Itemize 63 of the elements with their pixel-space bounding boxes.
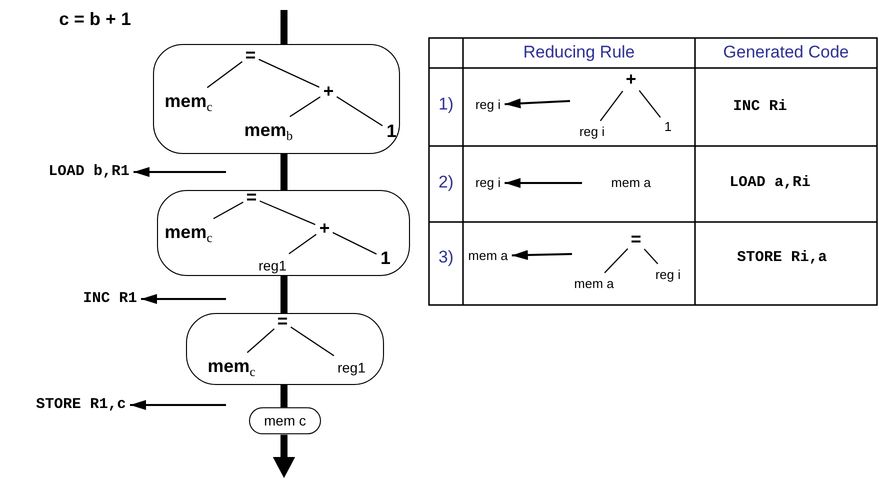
tree-branch-line — [600, 90, 624, 122]
tree-branch-line — [290, 326, 334, 356]
tree-leaf-label: mem$_{c}$ — [164, 222, 212, 242]
arrow — [272, 434, 296, 478]
tree-branch-line — [213, 202, 244, 220]
column-header: Generated Code — [723, 44, 849, 62]
operator-symbol: + — [626, 70, 636, 90]
tree-leaf-label: 1 — [664, 120, 672, 134]
operator-symbol: = — [245, 46, 256, 66]
column-header: Reducing Rule — [523, 44, 635, 62]
tree-leaf-label: reg1 — [258, 258, 287, 274]
arrow — [504, 98, 570, 108]
code-text: INC Ri — [733, 98, 787, 116]
arrow — [504, 178, 582, 188]
code-text: STORE Ri,a — [737, 250, 827, 266]
tree-branch-line — [332, 232, 377, 255]
tree-leaf-label: reg i — [655, 268, 681, 282]
tree-branch-line — [644, 248, 658, 264]
operator-symbol: + — [323, 82, 334, 102]
flow-line — [280, 276, 288, 313]
rule-result-label: reg i — [475, 98, 501, 112]
tree-leaf-label: reg1 — [337, 360, 366, 376]
rule-pattern-label: mem a — [611, 176, 651, 190]
arrow — [512, 250, 572, 260]
operator-symbol: = — [630, 230, 642, 250]
tree-leaf-label: 1 — [380, 248, 390, 268]
tree-branch-line — [260, 200, 316, 226]
arrow — [134, 167, 226, 177]
tree-branch-line — [246, 328, 275, 354]
tree-leaf-label: mem$_{b}$ — [244, 120, 293, 140]
tree-branch-line — [638, 90, 661, 118]
tree-leaf-label: mem a — [574, 276, 614, 292]
row-number: 2) — [438, 174, 454, 192]
code-text: LOAD a,Ri — [730, 174, 810, 192]
code-instruction: INC R1 — [83, 290, 137, 308]
operator-symbol: = — [277, 312, 288, 332]
flow-line — [280, 10, 288, 44]
tree-branch-line — [290, 96, 321, 118]
memory-node: mem c — [249, 407, 321, 435]
expression-tree-box — [153, 44, 400, 154]
tree-branch-line — [258, 58, 320, 88]
rule-result-label: reg i — [475, 176, 501, 190]
tree-leaf-label: mem$_{c}$ — [208, 356, 256, 376]
tree-leaf-label: 1 — [386, 122, 396, 142]
tree-branch-line — [604, 248, 628, 274]
tree-leaf-label: mem$_{c}$ — [164, 92, 212, 112]
row-number: 3) — [438, 248, 454, 268]
expression-tree-box — [157, 190, 410, 276]
statement-text: c = b + 1 — [58, 10, 132, 30]
tree-leaf-label: reg i — [579, 124, 605, 140]
code-instruction: LOAD b,R1 — [48, 164, 130, 180]
code-instruction: STORE R1,c — [36, 396, 126, 414]
flow-line — [280, 385, 288, 408]
operator-symbol: + — [319, 218, 330, 238]
flow-line — [280, 154, 288, 190]
tree-branch-line — [288, 234, 317, 254]
operator-symbol: = — [246, 188, 257, 208]
arrow — [141, 294, 226, 304]
arrow — [130, 400, 226, 410]
tree-branch-line — [206, 61, 243, 88]
row-number: 1) — [438, 96, 454, 114]
rule-result-label: mem a — [468, 248, 508, 264]
expression-tree-box — [186, 313, 384, 385]
